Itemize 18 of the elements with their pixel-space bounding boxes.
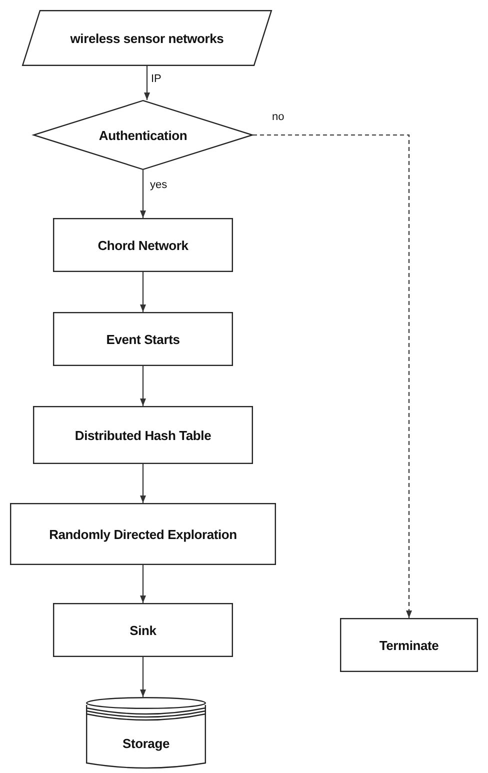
node-text: Authentication — [98, 128, 188, 142]
arrow — [140, 170, 146, 218]
node-text: wireless sensor networks — [70, 30, 224, 46]
dashed-arrow — [253, 134, 412, 618]
node-text: Chord Network — [98, 238, 188, 252]
node-text: Terminate — [379, 638, 439, 652]
node-text: Storage — [122, 736, 170, 750]
arrow — [140, 657, 146, 697]
node-text: Randomly Directed Exploration — [49, 526, 237, 542]
node-text: Sink — [130, 622, 156, 638]
arrow — [140, 272, 146, 312]
arrow — [144, 66, 150, 100]
node-text: Distributed Hash Table — [74, 428, 212, 442]
node-text: Event Starts — [106, 332, 180, 346]
arrow — [140, 565, 146, 603]
edge-label: yes — [149, 179, 168, 192]
arrow — [140, 464, 146, 503]
arrow — [140, 366, 146, 406]
